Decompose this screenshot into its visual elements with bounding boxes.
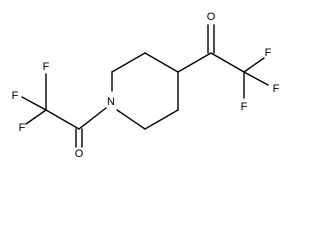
molecule-diagram: N O O F F F F F F [12, 11, 280, 160]
bond-c2-c3 [111, 52, 146, 73]
nitrogen-label: N [107, 96, 115, 108]
bond-cf3-f2 [21, 96, 47, 111]
right-trifluoroacetyl-group [177, 24, 269, 99]
bond-cf3-f1 [243, 57, 265, 73]
oxygen-right-label: O [207, 11, 216, 23]
bond-c6-n [116, 109, 146, 130]
bond-n-carbonyl [78, 107, 107, 130]
bond-cf3-f2 [243, 71, 269, 86]
bond-carbonyl-cf3 [45, 109, 80, 130]
bond-carbonyl-cf3 [210, 52, 245, 73]
fluorine-right-2-label: F [273, 83, 280, 95]
bond-c3-c4 [144, 52, 179, 73]
bond-c5-c6 [144, 109, 179, 130]
fluorine-right-3-label: F [241, 101, 248, 113]
fluorine-left-3-label: F [19, 122, 26, 134]
bond-c4-carbonyl [177, 52, 212, 73]
left-trifluoroacetyl-group [21, 73, 107, 148]
fluorine-right-1-label: F [265, 47, 272, 59]
fluorine-left-1-label: F [43, 61, 50, 73]
bond-cf3-f3 [25, 109, 47, 125]
piperidine-ring [111, 52, 179, 130]
oxygen-left-label: O [75, 148, 84, 160]
fluorine-left-2-label: F [12, 90, 19, 102]
